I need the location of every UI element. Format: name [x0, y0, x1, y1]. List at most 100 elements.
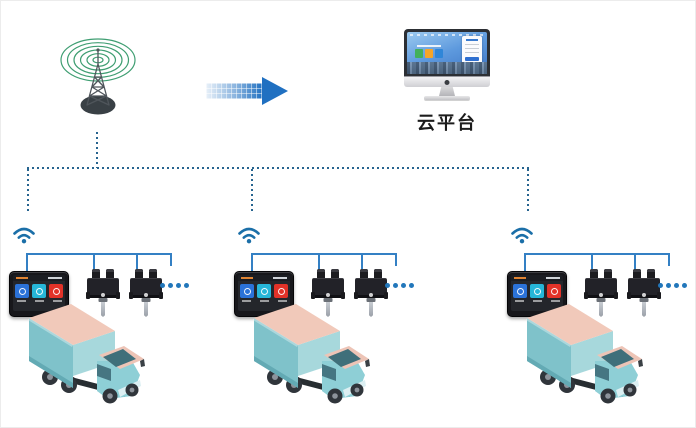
sensor-connector	[590, 269, 598, 280]
cloud-monitor-icon	[399, 29, 495, 100]
dot	[682, 283, 687, 288]
sensor-body	[86, 278, 120, 299]
temperature-sensor	[583, 269, 619, 319]
dot	[674, 283, 679, 288]
screen-caption	[417, 44, 441, 47]
monitor-chin	[404, 76, 490, 87]
sensor-body	[311, 278, 345, 299]
sensor-connector	[317, 269, 325, 280]
sensor-probe	[642, 302, 646, 317]
terminal-screen	[511, 275, 563, 311]
temperature-sensor	[310, 269, 346, 319]
vehicle-display-terminal	[9, 271, 69, 317]
platform-label: 云平台	[417, 113, 477, 133]
sensor-connector	[647, 269, 655, 280]
sensor-body	[584, 278, 618, 299]
drop-line-1	[27, 169, 29, 211]
sensor-probe	[599, 302, 603, 317]
dot	[160, 283, 165, 288]
sensor-connector	[633, 269, 641, 280]
bus-drop-more	[395, 253, 397, 266]
bus-drop-sensor-1	[318, 253, 320, 274]
sensor-probe	[369, 302, 373, 317]
vehicle-group-3	[499, 221, 695, 421]
vehicle-group-1	[1, 221, 201, 421]
sensor-probe	[101, 302, 105, 317]
screen-skyline	[407, 61, 487, 74]
monitor-base	[424, 96, 470, 100]
app-tile-cyan	[257, 284, 271, 298]
app-tile-red	[547, 284, 561, 298]
sensor-connector	[374, 269, 382, 280]
dot	[658, 283, 663, 288]
panel-button	[465, 56, 479, 61]
temperature-sensor	[353, 269, 389, 319]
terminal-statusbar	[238, 275, 290, 281]
panel-field	[465, 47, 479, 49]
device-bus-line	[524, 253, 670, 255]
tower-base	[80, 95, 116, 115]
temperature-sensor	[128, 269, 164, 319]
app-tile-blue	[15, 284, 29, 298]
sensor-probe	[144, 302, 148, 317]
block-orange	[425, 48, 433, 58]
dot	[401, 283, 406, 288]
block-green	[415, 48, 423, 58]
sensor-connector	[331, 269, 339, 280]
box-truck	[23, 304, 151, 408]
sensor-collar	[366, 298, 376, 302]
device-bus-line	[251, 253, 397, 255]
sensor-collar	[596, 298, 606, 302]
bus-drop-terminal	[524, 253, 526, 271]
dot	[184, 283, 189, 288]
monitor-screen	[407, 31, 487, 74]
tower-feed-line	[96, 132, 98, 168]
sensor-collar	[639, 298, 649, 302]
login-panel	[462, 35, 482, 65]
radio-tower-graphic	[60, 38, 136, 115]
terminal-app-tiles	[238, 284, 290, 298]
vehicle-group-2	[226, 221, 426, 421]
status-left	[514, 277, 526, 279]
box-truck	[248, 304, 376, 408]
wifi-icon	[510, 225, 534, 244]
bus-drop-sensor-2	[634, 253, 636, 274]
sensor-body	[354, 278, 388, 299]
sensor-connector	[604, 269, 612, 280]
tile-captions	[238, 300, 290, 302]
monitor-logo	[444, 80, 450, 85]
panel-field	[465, 51, 479, 53]
arrow-tail	[206, 83, 263, 99]
more-devices-dots	[385, 283, 414, 288]
app-tile-cyan	[530, 284, 544, 298]
sensor-body	[627, 278, 661, 299]
panel-title	[466, 38, 478, 41]
sensor-body	[129, 278, 163, 299]
bus-drop-more	[170, 253, 172, 266]
bus-drop-terminal	[26, 253, 28, 271]
terminal-statusbar	[511, 275, 563, 281]
wifi-icon	[237, 225, 261, 244]
block-blue	[435, 48, 443, 58]
panel-field	[465, 43, 479, 45]
app-tile-red	[49, 284, 63, 298]
sensor-connector	[360, 269, 368, 280]
dot	[393, 283, 398, 288]
terminal-app-tiles	[13, 284, 65, 298]
app-tile-blue	[240, 284, 254, 298]
temperature-sensor	[626, 269, 662, 319]
radio-tower-icon	[55, 37, 141, 119]
bus-drop-more	[668, 253, 670, 266]
app-tile-red	[274, 284, 288, 298]
dot	[666, 283, 671, 288]
arrow-head	[262, 77, 288, 105]
drop-line-3	[527, 169, 529, 211]
status-right	[546, 277, 560, 279]
app-tile-blue	[513, 284, 527, 298]
dot	[385, 283, 390, 288]
bus-drop-sensor-1	[93, 253, 95, 274]
terminal-app-tiles	[511, 284, 563, 298]
status-right	[48, 277, 62, 279]
wifi-icon	[12, 225, 36, 244]
